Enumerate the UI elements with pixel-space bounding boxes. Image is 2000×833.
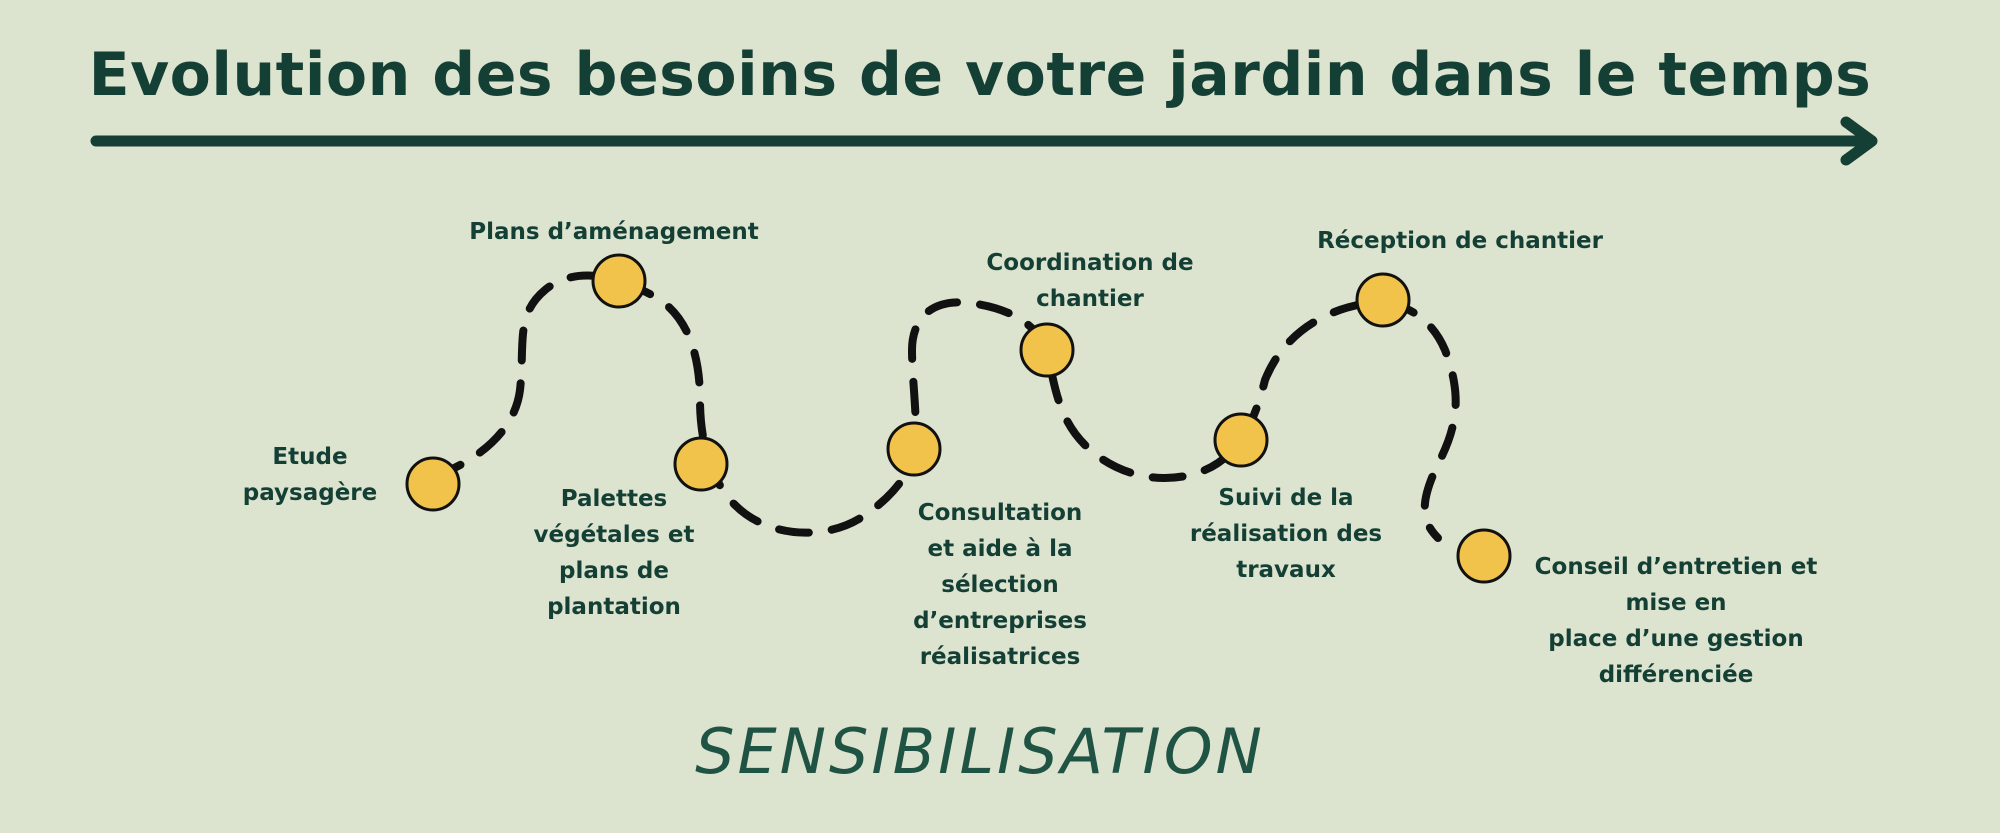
milestone-5 — [1019, 322, 1075, 378]
step-label-palettes: Palettes végétales et plans de plantatio… — [533, 486, 695, 620]
milestone-8 — [1456, 528, 1512, 584]
step-label-conseil: Conseil d’entretien et mise en place d’u… — [1534, 554, 1818, 688]
step-label-etude: Etude paysagère — [242, 444, 378, 506]
step-label-suivi: Suivi de la réalisation des travaux — [1189, 485, 1383, 583]
milestone-2 — [591, 253, 647, 309]
milestone-6 — [1213, 412, 1269, 468]
footer-sensibilisation: SENSIBILISATION — [695, 715, 1265, 788]
step-label-consultation: Consultation et aide à la sélection d’en… — [913, 500, 1087, 670]
step-label-reception: Réception de chantier — [1317, 228, 1603, 254]
milestone-1 — [405, 456, 461, 512]
arrow-right-icon — [90, 116, 1878, 166]
milestone-7 — [1355, 272, 1411, 328]
milestone-4 — [886, 421, 942, 477]
milestone-3 — [673, 436, 729, 492]
step-label-plans: Plans d’aménagement — [469, 219, 759, 245]
step-label-coordination: Coordination de chantier — [986, 250, 1194, 312]
diagram-title: Evolution des besoins de votre jardin da… — [88, 40, 1872, 110]
